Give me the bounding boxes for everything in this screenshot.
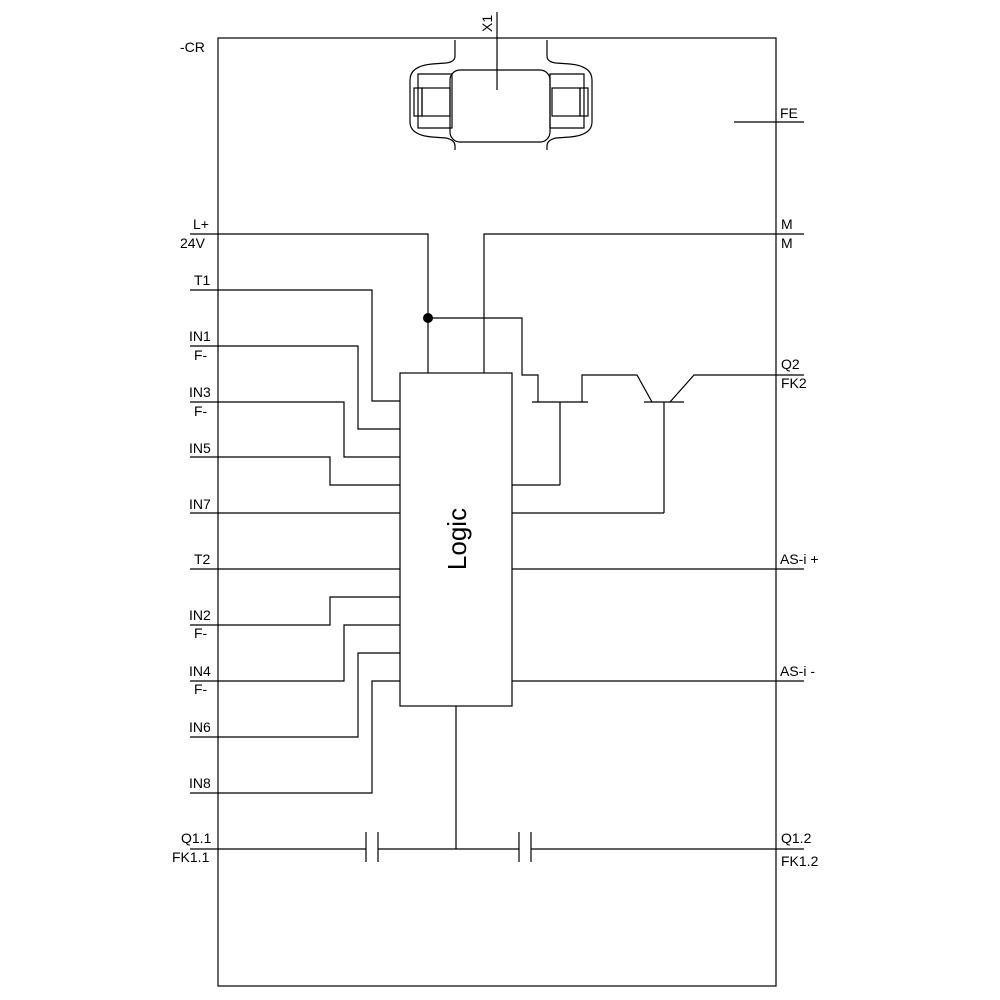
in1-sub-label: F-	[194, 347, 208, 363]
in2-wire	[190, 596, 400, 626]
device-label: -CR	[180, 39, 205, 55]
in4-label: IN4	[189, 663, 211, 679]
in4-wire	[190, 624, 400, 682]
device-enclosure	[217, 37, 777, 987]
m-label: M	[781, 216, 793, 232]
in6-wire	[190, 652, 400, 738]
q2-sub-label: FK2	[781, 375, 807, 391]
in5-wire	[190, 456, 400, 486]
in3-label: IN3	[189, 384, 211, 400]
in2-label: IN2	[189, 607, 211, 623]
output-switch-2	[512, 374, 804, 514]
q11-sub-label: FK1.1	[172, 849, 210, 865]
fe-label: FE	[780, 105, 798, 121]
t1-label: T1	[194, 272, 211, 288]
in5-label: IN5	[189, 440, 211, 456]
connector-x1-symbol	[409, 12, 593, 150]
logic-label: Logic	[442, 508, 472, 570]
in4-sub-label: F-	[194, 681, 208, 697]
in6-label: IN6	[189, 719, 211, 735]
asi-plus-label: AS-i +	[780, 551, 819, 567]
m-wire	[483, 233, 804, 373]
q11-label: Q1.1	[181, 830, 212, 846]
lplus-sub-label: 24V	[180, 235, 206, 251]
q12-label: Q1.2	[781, 830, 812, 846]
q2-label: Q2	[781, 356, 800, 372]
q12-sub-label: FK1.2	[781, 853, 819, 869]
asi-minus-label: AS-i -	[780, 663, 815, 679]
in3-wire	[190, 401, 400, 458]
in8-label: IN8	[189, 775, 211, 791]
t2-label: T2	[194, 551, 211, 567]
lplus-wire	[190, 233, 429, 373]
m-sub-label: M	[781, 235, 793, 251]
output-switch-1	[512, 374, 653, 486]
in7-label: IN7	[189, 496, 211, 512]
lplus-label: L+	[193, 216, 209, 232]
in1-wire	[190, 345, 400, 430]
in1-label: IN1	[189, 328, 211, 344]
in8-wire	[190, 680, 400, 794]
in2-sub-label: F-	[194, 625, 208, 641]
in3-sub-label: F-	[194, 403, 208, 419]
connector-label: X1	[479, 15, 495, 32]
contact-1	[365, 832, 379, 862]
t1-wire	[190, 289, 400, 402]
contact-2	[518, 832, 532, 862]
switch-supply-wire	[428, 317, 539, 402]
